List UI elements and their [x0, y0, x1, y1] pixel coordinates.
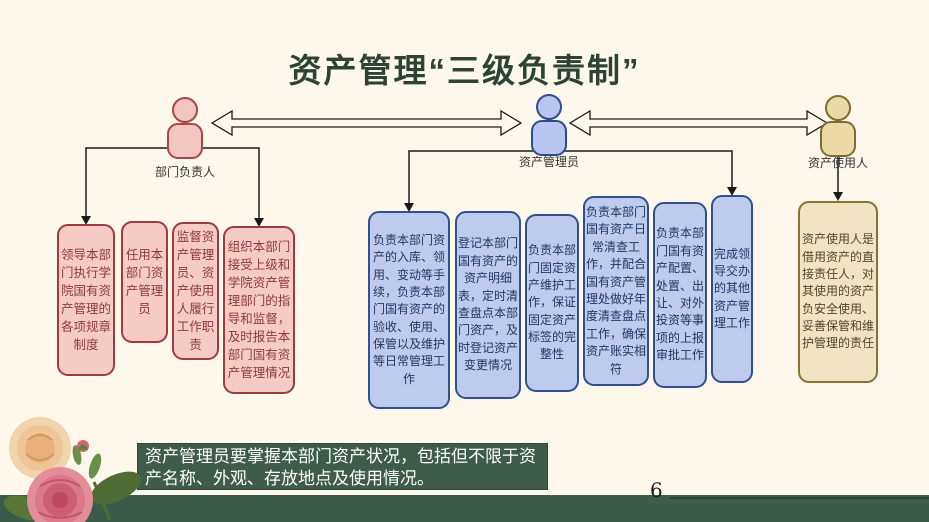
page-title: 资产管理“三级负责制”: [288, 52, 641, 89]
duty-card-asset-user-1: 资产使用人是借用资产的直接责任人，对其使用的资产负安全使用、妥善保管和维护管理的…: [798, 201, 878, 383]
duty-card-department-head-3: 监督资产管理员、资产使用人履行工作职责: [172, 222, 219, 360]
note-box: 资产管理员要掌握本部门资产状况，包括但不限于资产名称、外观、存放地点及使用情况。: [137, 443, 548, 490]
duty-card-asset-manager-2: 登记本部门国有资产的资产明细表，定时清查盘点本部门资产，及时登记资产变更情况: [455, 211, 521, 399]
duty-card-asset-manager-6: 完成领导交办的其他资产管理工作: [711, 195, 753, 383]
duty-card-department-head-4: 组织本部门接受上级和学院资产管理部门的指导和监督，及时报告本部门国有资产管理情况: [223, 226, 295, 394]
duty-card-asset-manager-3: 负责本部门固定资产维护工作，保证固定资产标签的完整性: [525, 214, 579, 392]
duty-card-asset-manager-4: 负责本部门国有资产日常清查工作，并配合国有资产管理处做好年度清查盘点工作，确保资…: [583, 196, 649, 386]
asset-manager-person-icon: [529, 94, 569, 161]
flower-decoration-icon: [0, 412, 150, 522]
duty-card-asset-manager-5: 负责本部门国有资产配置、处置、出让、对外投资等事项的上报审批工作: [653, 202, 707, 388]
duty-card-department-head-1: 领导本部门执行学院国有资产管理的各项规章制度: [57, 224, 115, 376]
asset-user-person-icon: [818, 95, 858, 162]
double-arrow-left: [210, 109, 523, 137]
duty-card-department-head-2: 任用本部门资产管理员: [121, 221, 168, 343]
footer-divider-line: [670, 497, 929, 499]
duty-card-asset-manager-1: 负责本部门资产的入库、领用、变动等手续，负责本部门国有资产的验收、使用、保管以及…: [368, 211, 450, 409]
double-arrow-right: [568, 109, 829, 137]
page-number: 6: [650, 478, 663, 502]
department-head-person-icon: [165, 97, 205, 164]
role-label-asset-user: 资产使用人: [807, 156, 868, 170]
footer-bar: [0, 495, 929, 522]
role-label-asset-manager: 资产管理员: [518, 155, 579, 169]
role-label-department-head: 部门负责人: [154, 165, 215, 179]
